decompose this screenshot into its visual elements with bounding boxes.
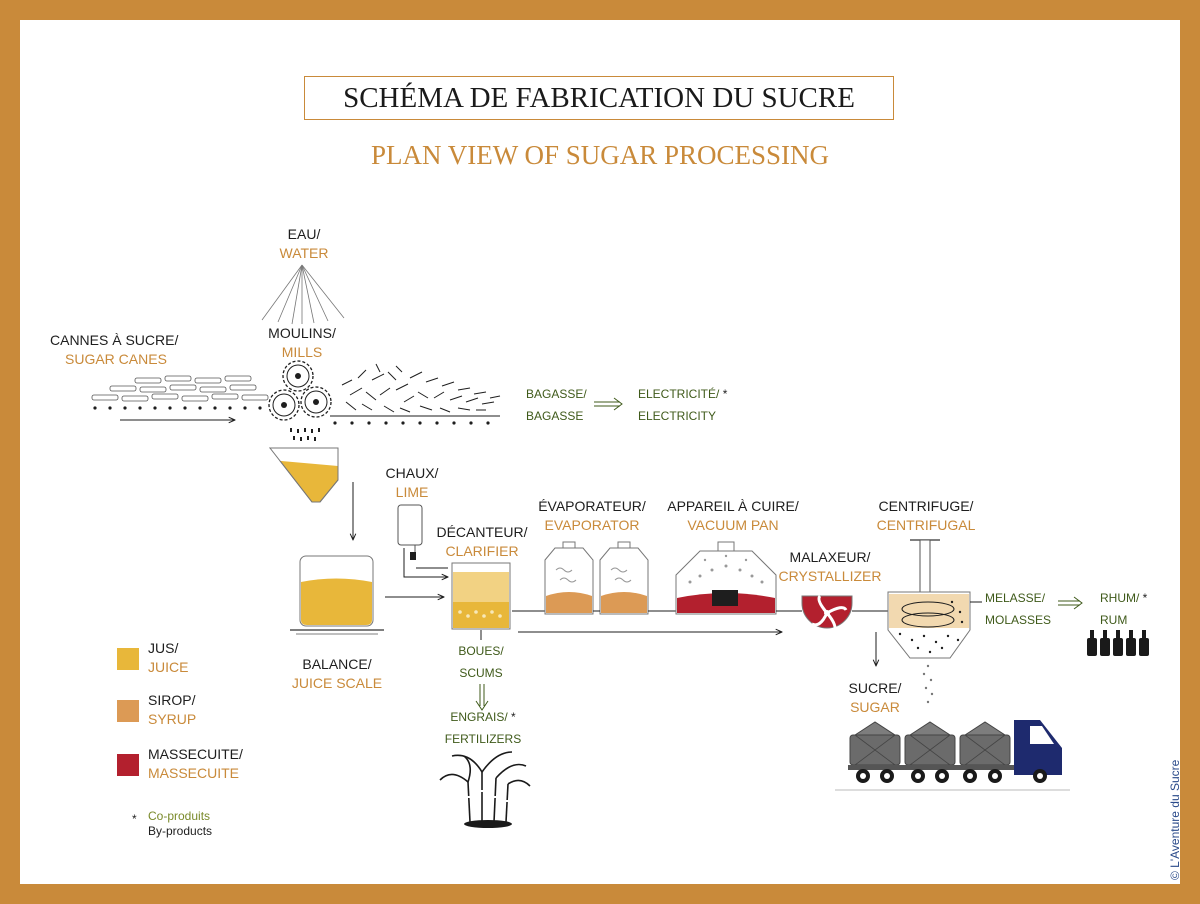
label-water: EAU/ WATER: [279, 226, 329, 261]
label-electricity: ELECTRICITÉ/ * ELECTRICITY: [638, 387, 728, 423]
cane-conveyor: [93, 406, 262, 410]
juice-scale-tank: [290, 555, 384, 635]
centrifugal: [887, 539, 971, 704]
label-juice-scale: BALANCE/ JUICE SCALE: [291, 656, 383, 691]
bagasse-fibres: [341, 363, 501, 413]
evaporator-tanks: [544, 541, 649, 615]
vacuum-pan: [675, 541, 777, 615]
legend-item-syrup: SIROP/ SYRUP: [148, 692, 197, 727]
label-mills: MOULINS/ MILLS: [268, 325, 336, 360]
molasses-to-rum-arrow: [1058, 596, 1083, 610]
bagasse-conveyor: [333, 421, 490, 425]
legend-item-massecuite: MASSECUITE/ MASSECUITE: [148, 746, 243, 781]
rum-bottles: [1087, 630, 1149, 656]
mills-gears: [268, 360, 332, 421]
label-lime: CHAUX/ LIME: [385, 465, 439, 500]
juice-drops: [290, 428, 320, 441]
label-crystallizer: MALAXEUR/ CRYSTALLIZER: [778, 549, 882, 584]
label-evaporator: ÉVAPORATEUR/ EVAPORATOR: [538, 498, 646, 533]
label-sugar: SUCRE/ SUGAR: [848, 680, 902, 715]
sugar-truck: [835, 720, 1070, 791]
water-spray: [261, 264, 345, 325]
label-rum: RHUM/ * RUM: [1100, 591, 1148, 627]
label-centrifugal: CENTRIFUGE/ CENTRIFUGAL: [876, 498, 976, 533]
label-vacuum-pan: APPAREIL À CUIRE/ VACUUM PAN: [667, 498, 799, 533]
legend-item-juice: JUS/ JUICE: [148, 640, 189, 675]
legend-swatch-massecuite: [117, 754, 139, 776]
label-clarifier: DÉCANTEUR/ CLARIFIER: [436, 524, 528, 559]
cane-plant: [439, 751, 531, 823]
crystallizer: [801, 594, 853, 633]
clarifier-tank: [451, 562, 511, 630]
bagasse-to-electricity-arrow: [594, 397, 623, 411]
diagram-title: SCHÉMA DE FABRICATION DU SUCRE: [304, 76, 894, 120]
label-sugar-canes: CANNES À SUCRE/ SUGAR CANES: [50, 332, 179, 367]
diagram-subtitle: PLAN VIEW OF SUGAR PROCESSING: [370, 140, 830, 170]
legend-coproducts: * Co-produits By-products: [132, 809, 213, 838]
lime-tank: [397, 504, 423, 560]
label-bagasse: BAGASSE/ BAGASSE: [526, 387, 587, 423]
copyright-note: © L'Aventure du Sucre: [1168, 759, 1182, 880]
label-fertilizers: ENGRAIS/ * FERTILIZERS: [444, 710, 522, 746]
legend-swatch-juice: [117, 648, 139, 670]
sugar-canes-pile: [91, 375, 269, 402]
legend-swatch-syrup: [117, 700, 139, 722]
coproduct-mark: *: [132, 812, 137, 826]
label-scums: BOUES/ SCUMS: [458, 644, 504, 680]
scums-arrow: [475, 684, 489, 711]
label-molasses: MELASSE/ MOLASSES: [985, 591, 1052, 627]
